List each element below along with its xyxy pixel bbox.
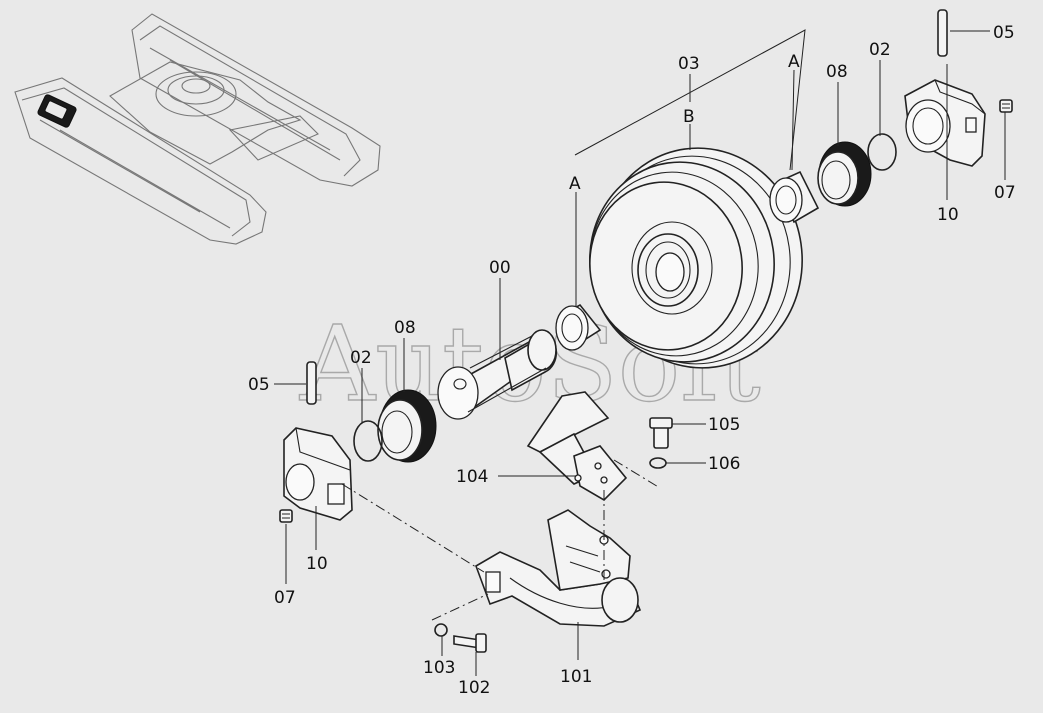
guard-plate: [526, 391, 628, 502]
callout-02-left: 02: [350, 348, 372, 368]
pin-right: [937, 9, 948, 57]
callout-a-left: A: [569, 174, 581, 194]
centerline-bolt-105: [613, 459, 661, 489]
callout-labels: 00 03 B A A 08 02 05 07 10 08 02 05 07 1…: [248, 23, 1016, 698]
callout-03: 03: [678, 54, 700, 74]
washer-103: [434, 623, 448, 637]
callout-07-right: 07: [994, 183, 1016, 203]
bushing-a-right: [769, 170, 820, 224]
callout-05-right: 05: [993, 23, 1015, 43]
bushing-a-left: [555, 303, 602, 351]
bracket: [475, 509, 642, 627]
callout-10-left: 10: [306, 554, 328, 574]
callout-02-right: 02: [869, 40, 891, 60]
bolt-105: [649, 417, 673, 449]
undercarriage-frame-thumbnail: [14, 13, 381, 245]
centerline-housing-to-bracket: [341, 483, 485, 573]
floating-seal-right: [817, 141, 872, 207]
leader-lines: [274, 30, 1006, 676]
centerline-bolt-102: [431, 593, 489, 621]
callout-b: B: [683, 107, 695, 127]
callout-00: 00: [489, 258, 511, 278]
idler-shaft: [437, 329, 558, 420]
pin-left: [306, 361, 317, 405]
callout-a-top: A: [788, 52, 800, 72]
o-ring-left: [353, 420, 383, 462]
plug-right: [999, 99, 1013, 113]
callout-106: 106: [708, 454, 740, 474]
washer-106: [649, 457, 667, 469]
callout-103: 103: [423, 658, 455, 678]
callout-101: 101: [560, 667, 592, 687]
floating-seal-left: [377, 389, 437, 463]
callout-05-left: 05: [248, 375, 270, 395]
idler-wheel: [589, 147, 803, 369]
bushing-a-pair-line: [574, 29, 806, 171]
callout-104: 104: [456, 467, 488, 487]
housing-right: [904, 79, 986, 167]
bolt-102: [453, 633, 487, 653]
callout-10-right: 10: [937, 205, 959, 225]
callout-08-right: 08: [826, 62, 848, 82]
callout-08-left: 08: [394, 318, 416, 338]
plug-left: [279, 509, 293, 523]
callout-07-left: 07: [274, 588, 296, 608]
o-ring-right: [867, 133, 897, 171]
housing-left: [283, 427, 353, 521]
callout-105: 105: [708, 415, 740, 435]
callout-102: 102: [458, 678, 490, 698]
